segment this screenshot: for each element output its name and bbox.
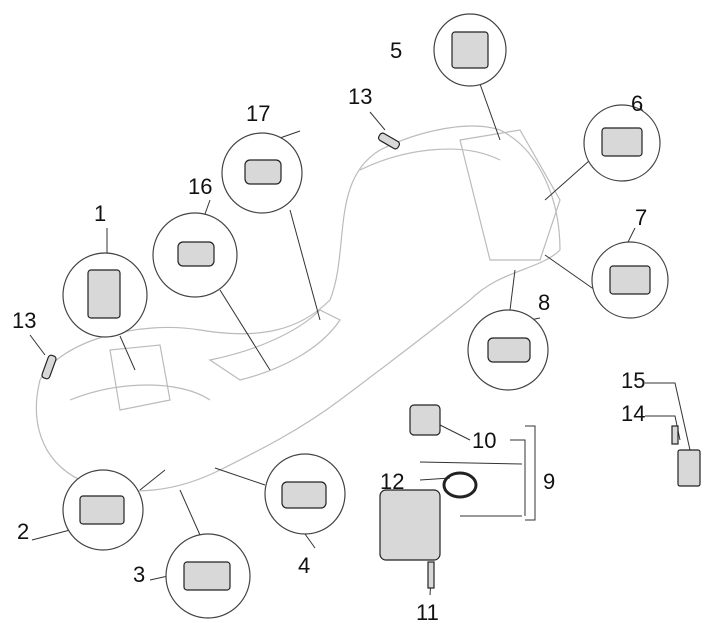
label-8: 8 [538, 290, 550, 315]
connector-14 [677, 449, 701, 487]
ring-12 [442, 471, 478, 499]
key-part-10 [409, 404, 441, 436]
label-2: 2 [17, 519, 29, 544]
label-15: 15 [621, 368, 645, 393]
label-16: 16 [188, 174, 212, 199]
label-11: 11 [416, 600, 439, 625]
label-13-left: 13 [12, 308, 36, 333]
parts [41, 31, 701, 591]
part-number-labels: 5 13 17 6 16 1 7 13 8 15 14 10 12 9 2 4 … [12, 38, 647, 625]
label-10: 10 [472, 428, 496, 453]
switch-part-3 [183, 561, 231, 591]
screw-15 [671, 425, 679, 445]
ignition-lock-part [379, 489, 441, 561]
bulb-13a [41, 354, 57, 380]
switch-part-5 [451, 31, 489, 69]
switch-part-16 [177, 241, 215, 267]
handlebar-body [35, 125, 561, 492]
switch-part-6 [601, 127, 643, 157]
label-5: 5 [390, 38, 402, 63]
hazard-switch-part-4 [281, 481, 327, 509]
label-3: 3 [133, 562, 145, 587]
label-9: 9 [543, 469, 555, 494]
label-4: 4 [298, 553, 310, 578]
label-7: 7 [635, 205, 647, 230]
label-6: 6 [631, 91, 643, 116]
label-14: 14 [621, 401, 645, 426]
switch-part-7 [609, 265, 651, 295]
bulb-13b [377, 132, 401, 150]
label-12: 12 [380, 469, 404, 494]
label-1: 1 [94, 201, 106, 226]
screw-11 [427, 561, 435, 589]
switch-part-1 [87, 269, 121, 319]
switch-part-8 [487, 337, 531, 363]
label-17: 17 [246, 101, 270, 126]
label-13-top: 13 [348, 84, 372, 109]
switch-part-17 [244, 159, 282, 185]
switch-part-2 [79, 495, 125, 525]
